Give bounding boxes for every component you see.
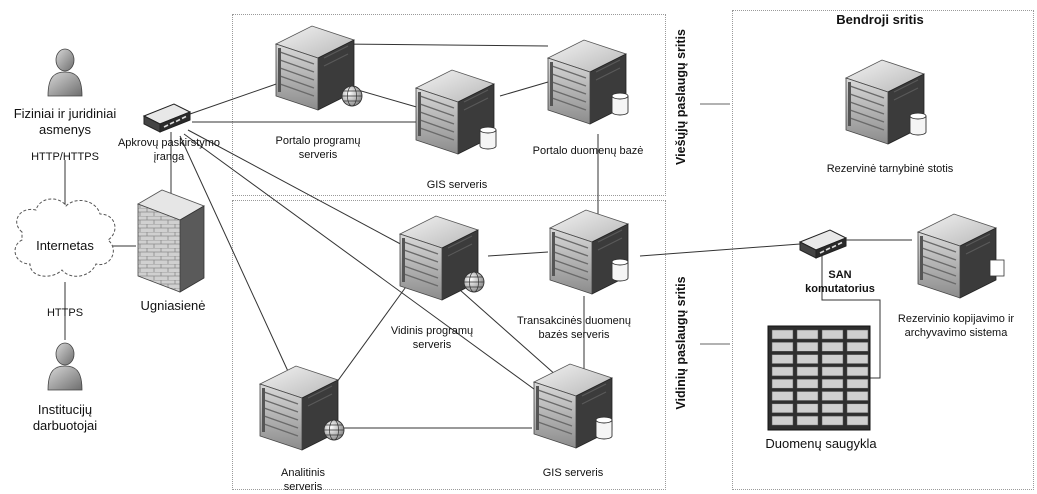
public-zone-frame — [232, 14, 666, 196]
storage-drive-bay — [796, 366, 819, 377]
storage-drive-bay — [796, 378, 819, 389]
backup-archive-system-icon — [917, 213, 1005, 299]
storage-drive-bay — [771, 366, 794, 377]
link-gispublic-portaldb — [499, 81, 549, 97]
portal-app-label: Portalo programų serveris — [275, 135, 361, 161]
link-internalapp-transdb — [487, 251, 549, 257]
storage-drive-bay — [771, 403, 794, 414]
citizens-label: Fiziniai ir juridiniai asmenys — [13, 106, 117, 137]
storage-drive-bay — [846, 366, 869, 377]
storage-drive-bay — [846, 329, 869, 340]
storage-drive-bay — [846, 391, 869, 401]
storage-drive-bay — [821, 354, 844, 364]
portal-app-server-icon — [275, 25, 363, 111]
portal-db-label: Portalo duomenų bazė — [532, 145, 644, 157]
storage-drive-bay — [846, 403, 869, 414]
link-analytic-internalapp — [333, 283, 409, 387]
storage-drive-bay — [821, 403, 844, 414]
storage-drive-bay — [846, 342, 869, 352]
gis-internal-server-icon — [533, 363, 613, 449]
storage-drive-bay — [821, 366, 844, 377]
storage-drive-bay — [771, 342, 794, 352]
storage-drive-bay — [796, 415, 819, 426]
storage-drive-bay — [796, 403, 819, 414]
employees-label: Institucijų darbuotojai — [32, 402, 98, 433]
link-portalapp-portaldb — [335, 43, 549, 47]
citizens-person-icon — [47, 48, 83, 97]
gis-public-label: GIS serveris — [426, 179, 488, 191]
storage-drive-bay — [846, 378, 869, 389]
common-zone-title: Bendroji sritis — [836, 12, 924, 27]
link-san-storage — [821, 252, 881, 379]
storage-drive-bay — [821, 391, 844, 401]
link-lb-analytic — [179, 135, 293, 381]
analytic-server-icon — [259, 365, 345, 451]
storage-drive-bay — [821, 342, 844, 352]
load-balancer-label: Apkrovų paskirstymo įranga — [117, 137, 221, 163]
link-lb-gisinternal — [183, 133, 561, 409]
storage-drive-bay — [771, 354, 794, 364]
common-zone-frame — [732, 10, 1034, 490]
san-label: SAN komutatorius — [805, 269, 875, 295]
storage-drive-bay — [771, 329, 794, 340]
link-transdb-san — [639, 243, 801, 257]
backup-server-label: Rezervinė tarnybinė stotis — [826, 163, 954, 175]
internal-zone-frame — [232, 200, 666, 490]
http-https-label: HTTP/HTTPS — [31, 151, 99, 163]
load-balancer-icon — [143, 103, 191, 133]
storage-drive-bay — [771, 391, 794, 401]
storage-drive-bay — [821, 378, 844, 389]
backup-server-icon — [845, 59, 927, 145]
https-label: HTTPS — [46, 307, 84, 319]
link-lb-portalapp — [189, 81, 283, 115]
link-lb-internalapp — [187, 129, 409, 249]
employees-person-icon — [47, 342, 83, 391]
backup-archive-label: Rezervinio kopijavimo ir archyvavimo sis… — [897, 313, 1015, 339]
firewall-icon — [137, 189, 205, 293]
public-zone-title: Viešųjų paslaugų sritis — [674, 29, 688, 165]
storage-drive-bay — [821, 415, 844, 426]
analytic-label: Analitinis serveris — [280, 467, 326, 493]
internal-app-server-icon — [399, 215, 485, 301]
internet-label: Internetas — [36, 238, 94, 253]
transaction-db-label: Transakcinės duomenų bazės serveris — [517, 315, 631, 341]
san-switch-icon — [799, 229, 847, 259]
gis-public-server-icon — [415, 69, 497, 155]
internal-app-label: Vidinis programų serveris — [390, 325, 474, 351]
storage-drive-bay — [796, 342, 819, 352]
data-storage-label: Duomenų saugykla — [765, 436, 877, 451]
internet-cloud-icon — [14, 198, 116, 277]
storage-drive-bay — [846, 354, 869, 364]
internal-zone-title: Vidinių paslaugų sritis — [674, 276, 688, 410]
storage-drive-bay — [771, 378, 794, 389]
data-storage-icon — [767, 325, 871, 431]
transaction-db-server-icon — [549, 209, 629, 295]
portal-db-server-icon — [547, 39, 629, 125]
storage-drive-bay — [771, 415, 794, 426]
storage-drive-bay — [796, 391, 819, 401]
gis-internal-label: GIS serveris — [542, 467, 604, 479]
storage-drive-bay — [821, 329, 844, 340]
storage-drive-bay — [796, 354, 819, 364]
firewall-label: Ugniasienė — [140, 298, 206, 313]
storage-drive-bay — [796, 329, 819, 340]
storage-drive-bay — [846, 415, 869, 426]
link-internalapp-gisinternal — [459, 289, 567, 385]
